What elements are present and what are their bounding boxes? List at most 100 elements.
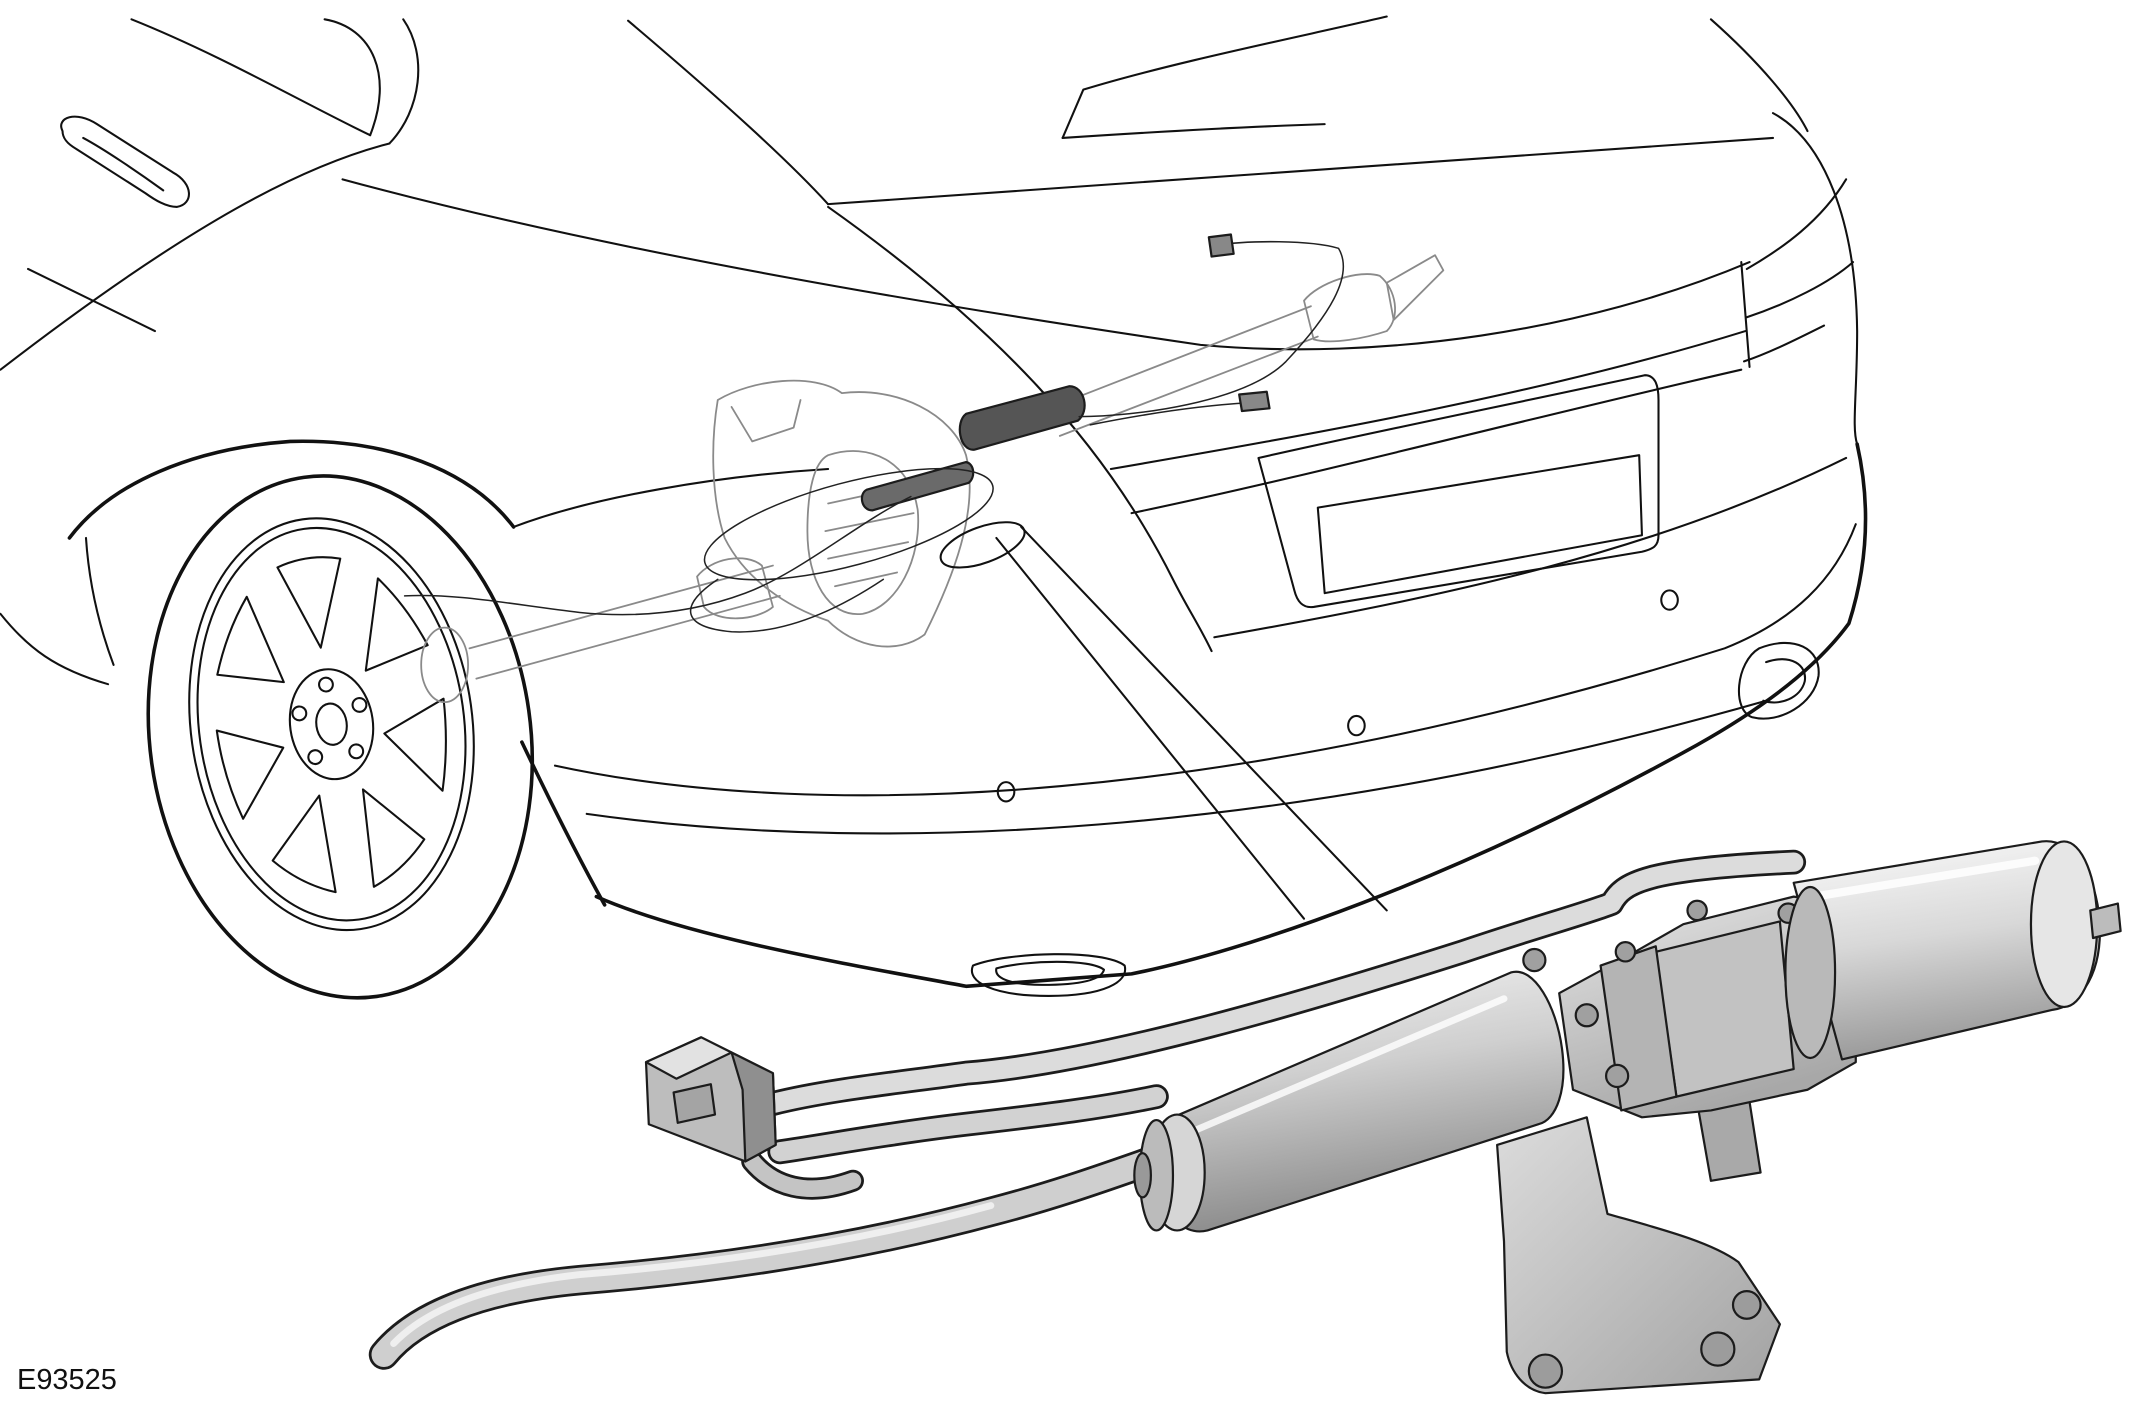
motor-end-cap: [2029, 840, 2099, 1009]
motor-ring: [1784, 885, 1837, 1060]
parking-brake-actuator-detail: [368, 840, 2122, 1395]
spoke-window: [276, 556, 342, 649]
spoke-window: [215, 729, 285, 820]
connector-lead: [743, 1153, 862, 1197]
rear-window-edge: [1709, 18, 1809, 133]
housing-bolt: [1686, 899, 1708, 922]
rocker-line: [0, 612, 110, 686]
cylinder-highlight: [1183, 995, 1508, 1138]
door-handle-recess: [82, 136, 165, 192]
left-driveshaft-upper: [468, 564, 774, 650]
caliper-cable-fitting: [1238, 390, 1271, 413]
upper-cable: [763, 852, 1804, 1114]
housing-bolt: [1522, 947, 1547, 973]
bumper-upper-crease: [1213, 456, 1848, 639]
right-cv-boot: [1303, 273, 1396, 343]
cable-routing-loop: [703, 467, 994, 581]
tail-light-upper: [1745, 178, 1848, 271]
wheel-arch-top: [67, 439, 516, 540]
car-rear-body: [0, 15, 1868, 997]
differential-housing: [712, 379, 971, 648]
left-cable-loop: [689, 578, 885, 633]
lower-cable: [770, 1086, 1167, 1162]
body-character-line: [341, 178, 1751, 351]
differential-cover: [806, 450, 920, 615]
rim-outer: [188, 517, 475, 932]
tail-light-mid: [1745, 261, 1855, 319]
harness-cable-highlight: [390, 1202, 995, 1347]
door-handle: [60, 115, 190, 208]
right-driveshaft-lower: [1058, 335, 1319, 437]
right-axle-end: [1385, 254, 1445, 321]
motor-output-nub: [2089, 902, 2122, 940]
lug-nut: [291, 705, 308, 722]
bracket-bolt: [1700, 1331, 1736, 1367]
tail-light-lower: [1742, 324, 1826, 363]
body-right-silhouette: [1771, 112, 1859, 446]
cable-end-fitting: [1207, 233, 1235, 258]
rear-wheel: [146, 474, 535, 1000]
bumper-mid-line: [553, 523, 1857, 797]
door-crease: [27, 267, 156, 333]
cylinder-nub: [1133, 1152, 1152, 1199]
wheel-hub: [288, 668, 375, 781]
left-parking-brake-cable: [403, 495, 912, 616]
rear-spoiler-lower: [1061, 123, 1326, 139]
tyre-outer: [146, 474, 535, 1000]
lug-nut: [351, 697, 368, 713]
housing-bolt: [1574, 1003, 1599, 1028]
left-outer-cv-boot: [420, 626, 469, 704]
rear-spoiler: [1061, 15, 1388, 139]
c-pillar-rear-edge: [627, 19, 830, 206]
spoke-window: [383, 697, 447, 792]
callout-ring: [939, 521, 1026, 569]
lug-nut: [348, 743, 365, 760]
figure-label: E93525: [17, 1364, 117, 1396]
side-window-pillar: [323, 18, 381, 137]
motor-highlight: [1810, 856, 2040, 901]
wheel-centre-cap: [315, 702, 348, 746]
lug-nut: [318, 676, 334, 693]
detail-callout: [939, 521, 1388, 920]
license-plate-recess: [1257, 374, 1660, 609]
actuator-tube-small: [860, 460, 975, 512]
connector-side-face: [730, 1051, 777, 1163]
trunk-lower-edge: [1130, 368, 1743, 515]
rear-drivetrain: [403, 233, 1445, 704]
rear-window-base: [827, 136, 1775, 206]
spoke-window: [364, 577, 429, 672]
right-parking-brake-cable: [1078, 240, 1344, 418]
c-pillar-outer: [388, 18, 420, 145]
tail-light-inner-edge: [1740, 261, 1751, 368]
left-inner-cv-boot: [696, 557, 774, 620]
right-driveshaft-upper: [1047, 305, 1312, 410]
exhaust-tip-right: [1738, 641, 1820, 720]
bracket-bolt: [1527, 1353, 1564, 1389]
spoke-window: [216, 595, 285, 684]
spoke-window: [271, 794, 337, 894]
bumper-lower-line: [585, 699, 1768, 835]
quarter-panel-line: [512, 467, 830, 528]
license-plate: [1316, 454, 1643, 595]
parking-sensor: [996, 781, 1016, 803]
side-window-lower-edge: [130, 18, 372, 137]
housing-bolt: [1614, 941, 1637, 963]
rim-inner: [196, 526, 467, 922]
mounting-bracket: [1496, 1116, 1782, 1395]
callout-line-left: [995, 536, 1306, 920]
lug-nut: [307, 749, 324, 766]
left-driveshaft-lower: [475, 595, 781, 680]
spoke-window: [361, 788, 426, 888]
parking-sensor: [1660, 589, 1679, 611]
differential-mount: [730, 399, 802, 443]
gear-housing-face: [1654, 920, 1795, 1098]
trunk-side-line: [827, 205, 1213, 653]
housing-bolt: [1604, 1063, 1630, 1089]
wheel-arch-left: [84, 536, 115, 666]
parking-brake-actuator-small: [958, 385, 1086, 451]
body-bottom-outline: [594, 442, 1868, 989]
trunk-upper-crease: [1109, 330, 1747, 471]
exhaust-tip-right-inner: [1762, 658, 1806, 704]
